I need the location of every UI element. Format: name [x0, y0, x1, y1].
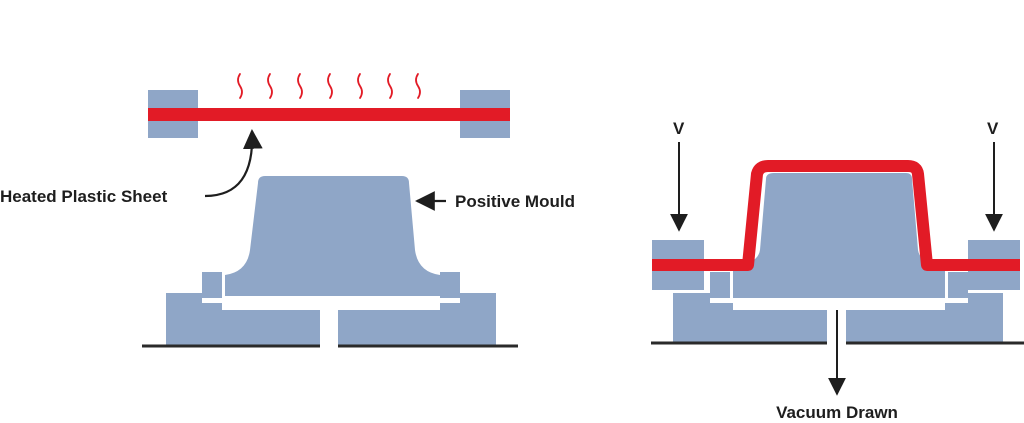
formed-plastic-sheet — [652, 160, 1020, 271]
right-panel-right-post — [948, 272, 968, 298]
formed-mould — [733, 173, 945, 298]
positive-mould — [225, 176, 440, 296]
heated-sheet-pointer-arrow — [204, 129, 263, 198]
base-right — [338, 293, 496, 346]
v-label-right: V — [987, 119, 999, 138]
v-label-left: V — [673, 119, 685, 138]
heat-waves — [237, 73, 421, 99]
positive-mould-label: Positive Mould — [455, 192, 575, 211]
base-left — [166, 293, 320, 346]
heated-plastic-sheet — [148, 108, 510, 121]
heated-sheet-label: Heated Plastic Sheet — [0, 187, 168, 206]
right-panel-base-left — [673, 293, 827, 343]
right-panel-left-post — [710, 272, 730, 298]
right-panel: V V Vacuum Drawn — [651, 119, 1024, 422]
right-panel-base-right — [846, 293, 1003, 343]
left-panel: Heated Plastic Sheet Positive Mould — [0, 73, 575, 348]
vacuum-drawn-label: Vacuum Drawn — [776, 403, 898, 422]
left-post — [202, 272, 222, 298]
right-post — [440, 272, 460, 298]
